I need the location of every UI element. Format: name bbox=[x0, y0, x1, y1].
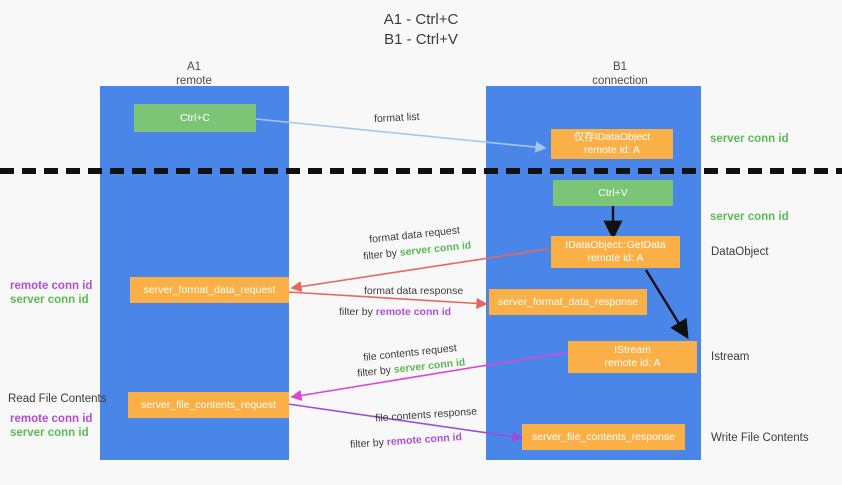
box-server-format-data-response[interactable]: server_format_data_response bbox=[489, 289, 647, 315]
box-server-file-contents-response-label: server_file_contents_response bbox=[531, 430, 675, 443]
right-label-server-conn-id-mid: server conn id bbox=[710, 211, 789, 223]
page-title: A1 - Ctrl+C B1 - Ctrl+V bbox=[0, 10, 842, 50]
title-line-2: B1 - Ctrl+V bbox=[384, 31, 458, 48]
left-label-server-conn-id-upper: server conn id bbox=[10, 294, 89, 306]
right-label-write-file-contents: Write File Contents bbox=[711, 432, 809, 444]
edge-label-format-data-response-filter-value: remote conn id bbox=[375, 306, 452, 318]
left-label-remote-conn-id-upper: remote conn id bbox=[10, 280, 93, 292]
edge-label-format-data-response-filter: filter by remote conn id bbox=[339, 305, 451, 319]
box-server-format-data-request[interactable]: server_format_data_request bbox=[130, 277, 289, 303]
box-istream-line1: IStream bbox=[614, 344, 651, 356]
box-server-file-contents-request[interactable]: server_file_contents_request bbox=[128, 392, 289, 418]
edge-label-file-contents-response: file contents response bbox=[374, 405, 478, 425]
box-istream-line2: remote id: A bbox=[604, 357, 661, 369]
edge-label-file-contents-response-filter-value: remote conn id bbox=[386, 431, 463, 449]
box-server-file-contents-response[interactable]: server_file_contents_response bbox=[522, 424, 685, 450]
title-line-1: A1 - Ctrl+C bbox=[383, 11, 459, 28]
left-label-read-file-contents: Read File Contents bbox=[8, 393, 107, 405]
box-idataobject-getdata[interactable]: IDataObject::GetData remote id: A bbox=[551, 236, 680, 268]
box-idataobject-received-line2: remote id: A bbox=[583, 144, 641, 156]
column-header-a1-name: A1 bbox=[186, 61, 202, 73]
box-idataobject-received[interactable]: 仅存IDataObject remote id: A bbox=[551, 129, 673, 159]
left-label-server-conn-id-lower: server conn id bbox=[10, 427, 89, 439]
box-ctrl-v[interactable]: Ctrl+V bbox=[553, 180, 673, 206]
box-idataobject-received-line1: 仅存IDataObject bbox=[573, 131, 651, 143]
box-ctrl-c[interactable]: Ctrl+C bbox=[134, 104, 256, 132]
edge-label-format-list: format list bbox=[373, 110, 420, 126]
right-label-istream: Istream bbox=[711, 351, 750, 363]
right-label-server-conn-id-top: server conn id bbox=[710, 133, 789, 145]
box-idataobject-getdata-line1: IDataObject::GetData bbox=[565, 239, 666, 251]
edge-label-file-contents-response-filter-prefix: filter by bbox=[349, 436, 388, 451]
column-header-b1-name: B1 bbox=[612, 61, 628, 73]
edge-label-format-data-response-filter-prefix: filter by bbox=[339, 306, 376, 318]
column-header-a1-sub: remote bbox=[176, 75, 212, 87]
right-label-data-object: DataObject bbox=[711, 246, 769, 258]
box-ctrl-c-label: Ctrl+C bbox=[179, 111, 211, 124]
box-server-format-data-request-label: server_format_data_request bbox=[143, 283, 276, 296]
box-istream[interactable]: IStream remote id: A bbox=[568, 341, 697, 373]
box-ctrl-v-label: Ctrl+V bbox=[598, 186, 628, 199]
edge-label-file-contents-response-filter: filter by remote conn id bbox=[350, 430, 463, 452]
box-server-format-data-response-label: server_format_data_response bbox=[497, 295, 639, 308]
column-header-b1: B1 connection bbox=[530, 60, 710, 88]
column-header-b1-sub: connection bbox=[592, 75, 648, 87]
edge-label-format-data-response: format data response bbox=[364, 285, 464, 297]
box-idataobject-getdata-line2: remote id: A bbox=[587, 252, 644, 264]
edge-label-format-data-request-filter-prefix: filter by bbox=[362, 246, 401, 263]
divider-dashed-line bbox=[0, 168, 842, 174]
column-header-a1: A1 remote bbox=[104, 60, 284, 88]
left-label-remote-conn-id-lower: remote conn id bbox=[10, 413, 93, 425]
box-server-file-contents-request-label: server_file_contents_request bbox=[141, 398, 276, 411]
edge-label-file-contents-request-filter-prefix: filter by bbox=[356, 363, 395, 380]
